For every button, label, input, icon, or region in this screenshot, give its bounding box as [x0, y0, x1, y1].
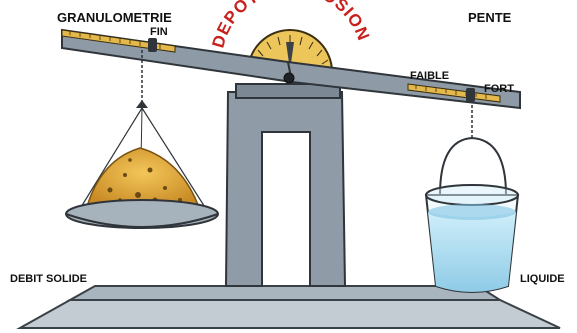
label-debit-solide: DEBIT SOLIDE — [10, 273, 88, 285]
label-faible: FAIBLE — [410, 70, 450, 82]
label-fin: FIN — [150, 26, 168, 38]
label-fort: FORT — [484, 83, 514, 95]
gauge-label-depot: DEPOT — [209, 0, 263, 50]
label-liquide: LIQUIDE — [520, 273, 565, 285]
base-platform — [16, 285, 561, 329]
label-granulometrie: GRANULOMETRIE — [57, 10, 172, 25]
balance-beam — [61, 28, 521, 110]
water-bucket — [424, 100, 520, 293]
central-pillar — [224, 83, 347, 287]
label-pente: PENTE — [468, 10, 512, 25]
sediment-pan — [65, 50, 219, 229]
